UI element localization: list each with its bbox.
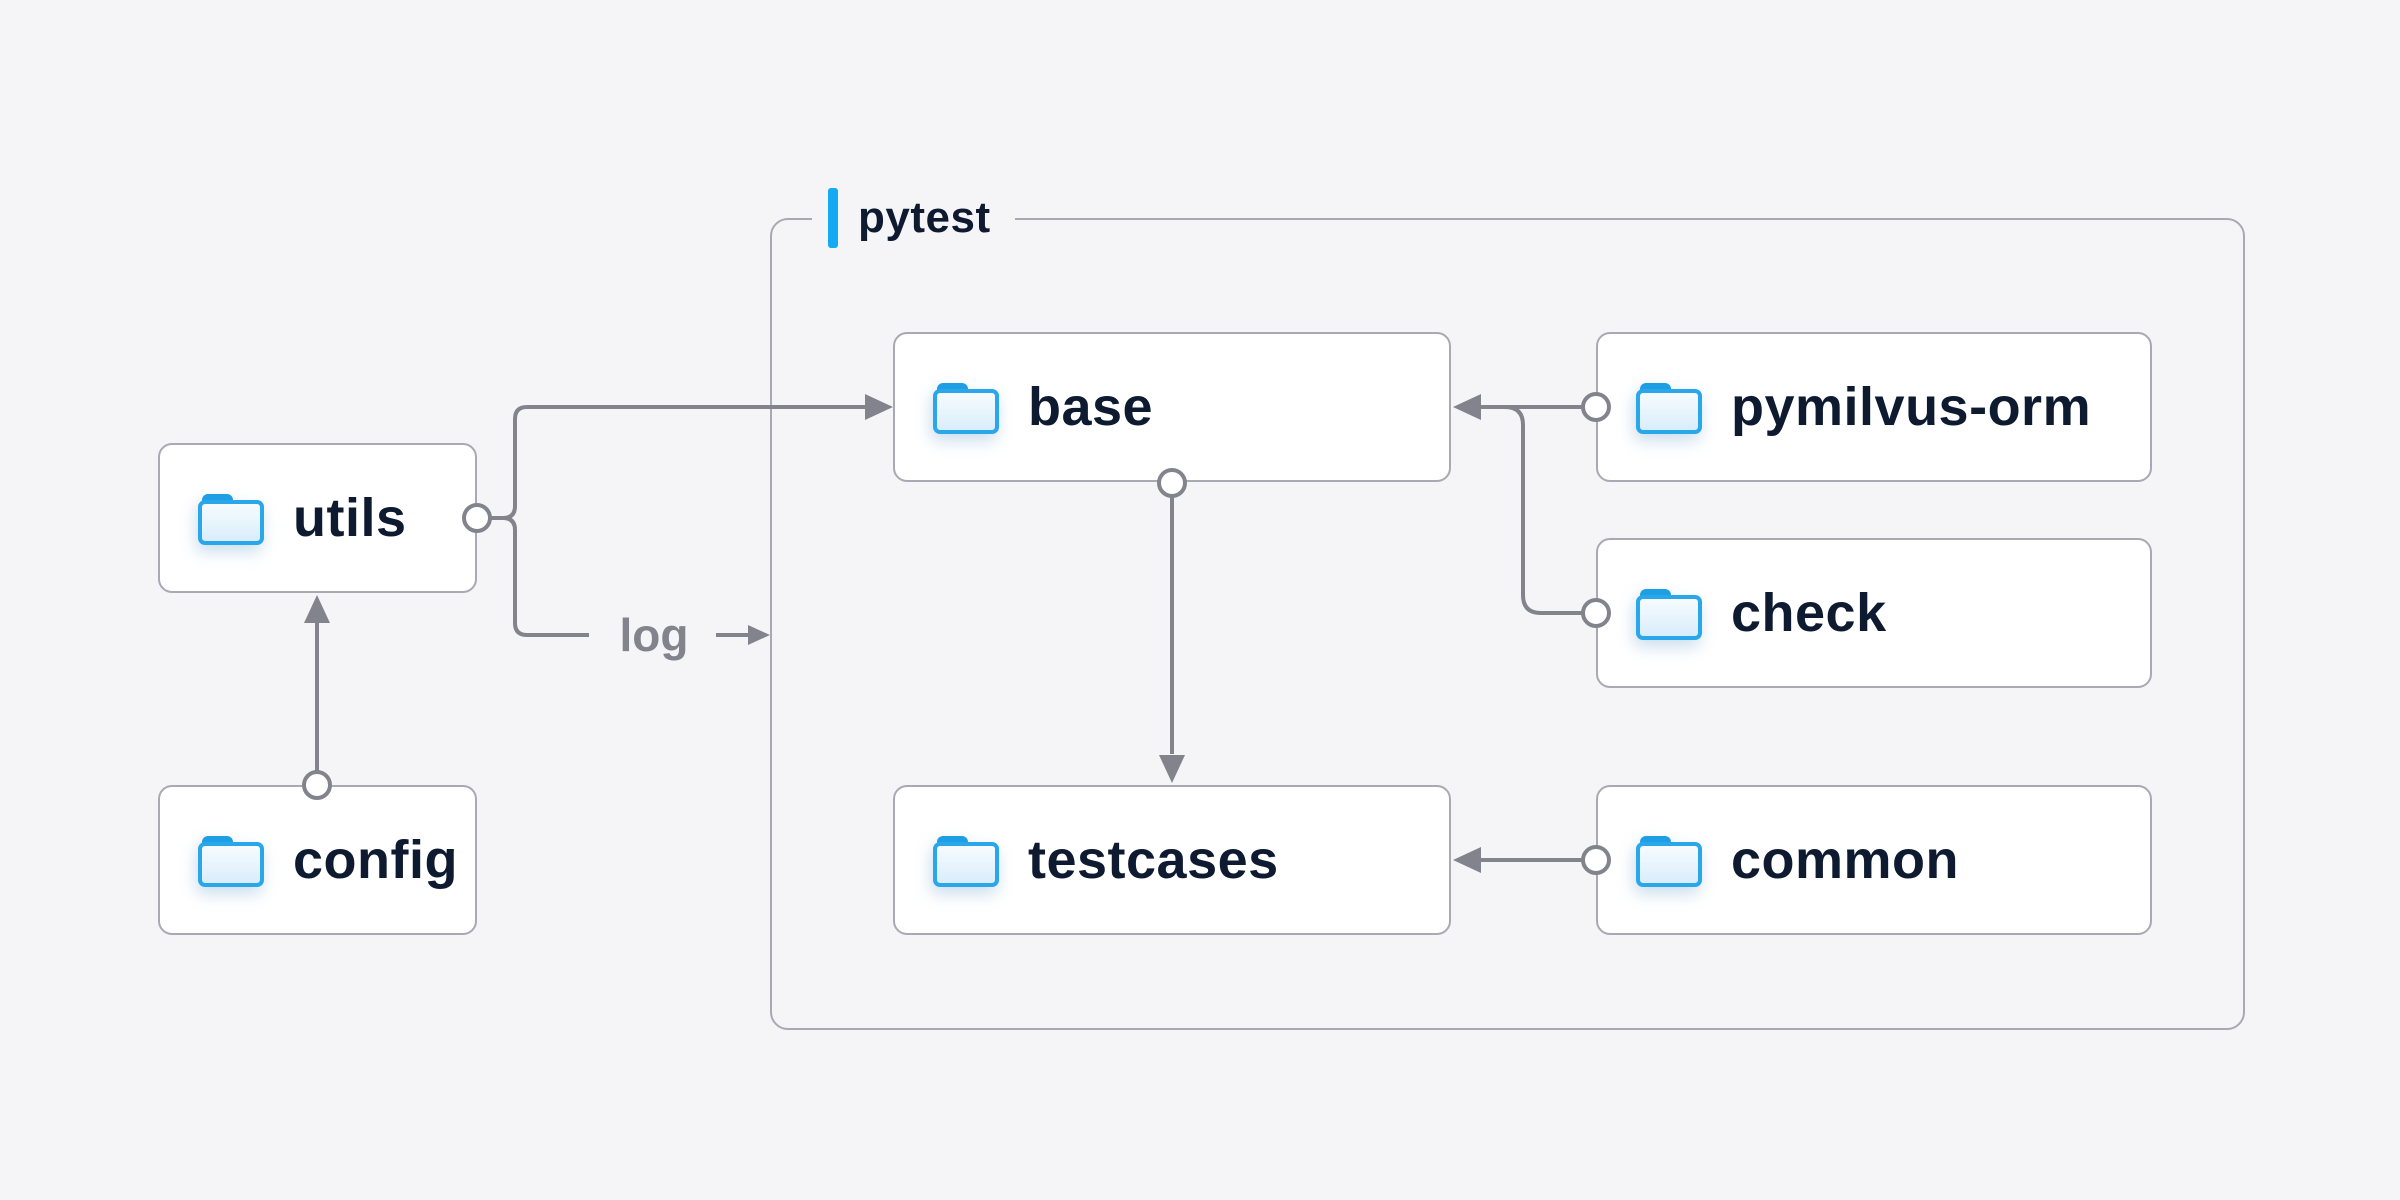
pytest-group-title: pytest <box>858 193 991 242</box>
node-check: check <box>1596 538 2152 688</box>
node-label: config <box>293 830 458 890</box>
edge-config-utils <box>302 595 332 800</box>
node-config: config <box>158 785 477 935</box>
arrowhead-up <box>304 595 330 623</box>
pytest-group-label: pytest <box>812 183 1015 253</box>
node-label: pymilvus-orm <box>1731 377 2092 437</box>
node-label: base <box>1028 377 1154 437</box>
accent-bar <box>828 188 838 248</box>
node-pymilvus-orm: pymilvus-orm <box>1596 332 2152 482</box>
node-utils: utils <box>158 443 477 593</box>
node-testcases: testcases <box>893 785 1451 935</box>
node-label: check <box>1731 583 1887 643</box>
node-base: base <box>893 332 1451 482</box>
folder-icon <box>1636 383 1702 434</box>
folder-icon <box>198 494 264 545</box>
folder-icon <box>1636 836 1702 887</box>
folder-icon <box>1636 589 1702 640</box>
arrowhead-right-small <box>748 625 770 645</box>
edge-label-log: log <box>619 609 689 661</box>
folder-icon <box>933 383 999 434</box>
node-label: common <box>1731 830 1960 890</box>
pytest-group-container <box>770 218 2245 1030</box>
node-label: utils <box>293 488 407 548</box>
folder-icon <box>933 836 999 887</box>
node-common: common <box>1596 785 2152 935</box>
node-label: testcases <box>1028 830 1279 890</box>
folder-icon <box>198 836 264 887</box>
